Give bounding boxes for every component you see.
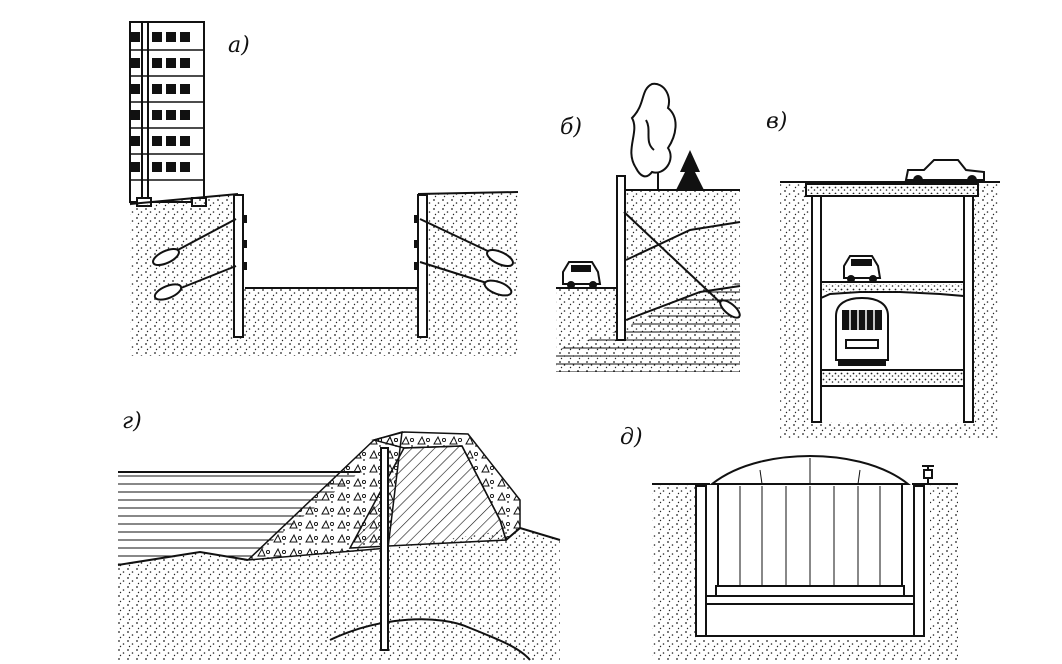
ground-anchors-left: [152, 218, 237, 301]
panel-b: б): [556, 82, 741, 372]
panel-v: в): [766, 109, 1000, 438]
panel-b-label: б): [560, 115, 582, 140]
panel-g: г): [117, 409, 561, 661]
panel-a: а): [129, 21, 519, 356]
panel-v-label: в): [766, 109, 787, 134]
panel-d-label: д): [620, 425, 643, 450]
car-icon: [843, 255, 882, 283]
metro-train-icon: [835, 296, 889, 366]
storage-tank-icon: [709, 454, 911, 597]
valve-icon: [922, 465, 934, 484]
fir-tree-icon: [676, 150, 704, 190]
panel-a-label: а): [228, 33, 250, 58]
panel-d: д): [620, 425, 958, 660]
car-icon: [904, 159, 985, 185]
panel-g-label: г): [122, 409, 142, 434]
car-icon: [562, 261, 602, 289]
ground-anchors-right: [419, 218, 514, 297]
tree-icon: [630, 82, 677, 190]
apartment-building: [129, 21, 207, 207]
